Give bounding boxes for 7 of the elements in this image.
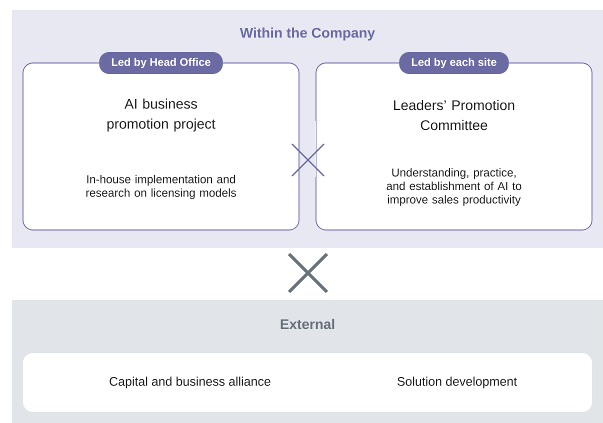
node-label: AI business promotion project [107,98,216,132]
content-box: Capital and business alliance Solution development [23,353,592,412]
node-label: In-house implementation and research on licensing models [86,174,236,200]
badge: Led by each site [399,52,509,74]
node-label: Understanding, practice, and establishment of AI to improve sales productivity [386,168,522,206]
badge: Led by Head Office [99,52,223,74]
node-label: Leaders’ Promotion Committee [394,100,514,130]
